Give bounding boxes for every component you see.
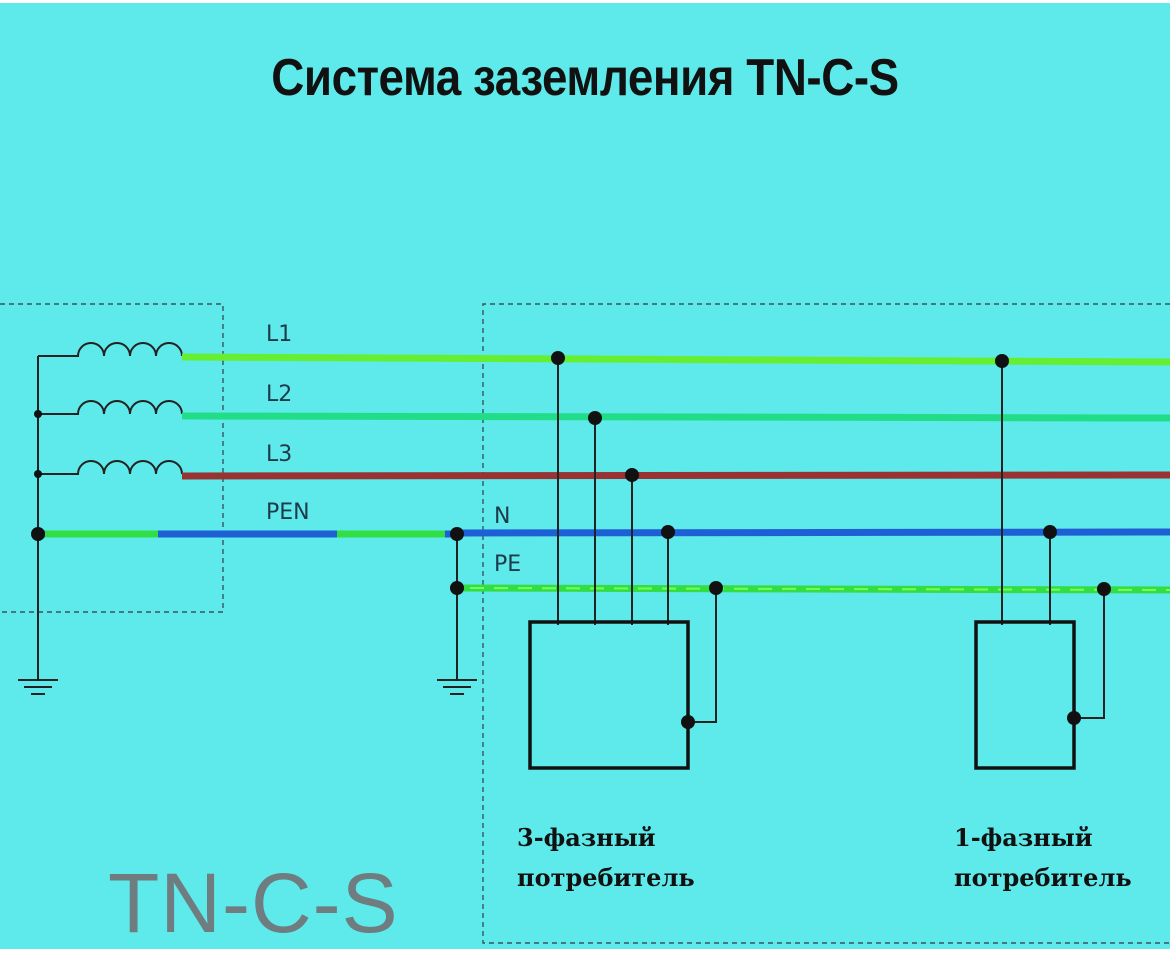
junction-dot [31,527,45,541]
winding-l1 [38,342,183,357]
one-phase-consumer-label: 1-фазный потребитель [954,818,1170,898]
wire-l1 [181,353,1170,366]
junction-dot [34,410,42,418]
junction-dots [31,351,1111,729]
label-l3: L3 [266,442,293,467]
three-phase-consumer-label: 3-фазный потребитель [517,818,695,898]
junction-dot [709,581,723,595]
junction-dot [450,527,464,541]
bottom-strip [0,949,1170,968]
three-phase-taps [557,358,717,723]
consumer-enclosure [482,303,1170,944]
page-title: Система заземления TN-C-S [271,49,899,107]
junction-dot [34,470,42,478]
three-phase-line1: 3-фазный [517,823,656,852]
junction-dot [551,351,565,365]
one-phase-line2: потребитель [954,863,1132,892]
source-enclosure [0,303,224,613]
system-type-label: TN-C-S [108,856,399,950]
label-l2: L2 [266,382,293,407]
winding-l3 [38,460,183,475]
junction-dot [450,581,464,595]
three-phase-consumer-box [528,620,690,770]
junction-dot [1067,711,1081,725]
label-n: N [494,504,511,529]
one-phase-line1: 1-фазный [954,823,1093,852]
label-pe: PE [494,552,522,577]
repeat-ground-icon [437,679,477,695]
three-phase-line2: потребитель [517,863,695,892]
wire-n [456,528,1170,537]
winding-l2 [38,400,183,415]
junction-dot [995,354,1009,368]
junction-dot [625,468,639,482]
label-l1: L1 [266,322,293,347]
junction-dot [1043,525,1057,539]
junction-dot [1097,582,1111,596]
source-ground-icon [18,679,58,695]
wire-l2 [181,412,1170,422]
junction-dot [681,715,695,729]
label-pen: PEN [266,500,310,525]
junction-dot [661,525,675,539]
wire-pe-stripe [469,587,1170,591]
one-phase-taps [1001,361,1105,719]
one-phase-consumer-box [974,620,1076,770]
wire-l3 [181,471,1170,480]
junction-dot [588,411,602,425]
